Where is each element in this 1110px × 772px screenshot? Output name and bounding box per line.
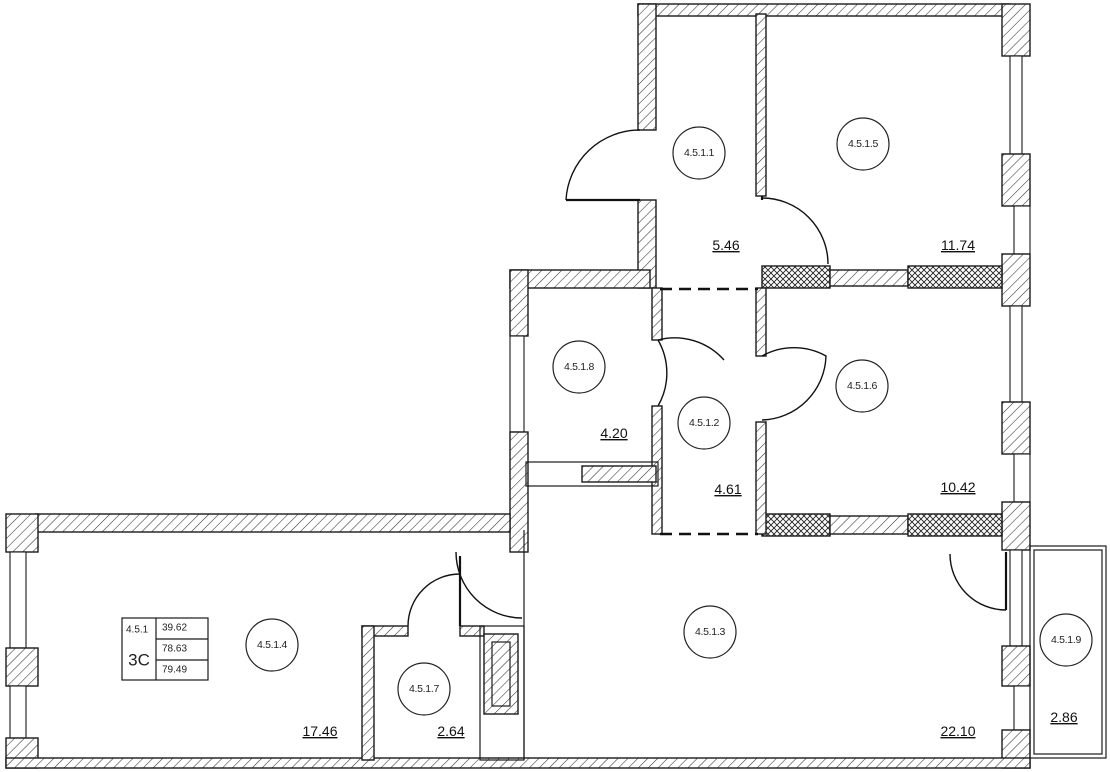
window-right-6 xyxy=(1013,685,1031,731)
room-area-4-5-1-1: 5.46 xyxy=(712,237,739,253)
door-living-swing xyxy=(455,551,523,619)
apartment-summary: 4.5.1 3С 39.62 78.63 79.49 xyxy=(121,617,209,681)
wall-partition-e1 xyxy=(651,287,663,341)
room-tags: 4.5.1.1 4.5.1.5 4.5.1.8 4.5.1.2 4.5.1.6 … xyxy=(245,117,1093,716)
wall-partition-b1 xyxy=(761,265,831,289)
wall-right-1 xyxy=(1001,3,1031,57)
door-bath-swing xyxy=(407,573,461,627)
wall-partition-b3 xyxy=(907,265,1003,289)
window-right-2 xyxy=(1013,205,1031,255)
room-area-4-5-1-3: 22.10 xyxy=(940,723,975,739)
room-tag-4-5-1-5: 4.5.1.5 xyxy=(848,138,878,150)
room-area-4-5-1-5: 11.74 xyxy=(941,237,975,253)
wall-right-3 xyxy=(1001,253,1031,307)
apartment-number: 4.5.1 xyxy=(126,625,149,636)
room-tag-4-5-1-1: 4.5.1.1 xyxy=(684,147,714,159)
walls xyxy=(5,3,1107,769)
wall-partition-d1 xyxy=(755,287,767,357)
window-left-2 xyxy=(9,685,27,739)
room-area-4-5-1-6: 10.42 xyxy=(940,479,975,495)
window-right-3 xyxy=(1009,305,1023,403)
wall-left-top xyxy=(35,513,511,533)
window-storage xyxy=(509,335,525,433)
room-area-4-5-1-8: 4.20 xyxy=(600,425,627,441)
room-tag-4-5-1-7: 4.5.1.7 xyxy=(409,683,439,695)
balcony-outline xyxy=(1029,545,1107,759)
room-tag-4-5-1-4: 4.5.1.4 xyxy=(257,639,287,651)
wall-bath-top-right xyxy=(459,625,485,637)
room-area-4-5-1-7: 2.64 xyxy=(437,723,464,739)
shaft-bath xyxy=(483,633,519,715)
wall-partition-b2 xyxy=(829,269,909,287)
apartment-living-area: 39.62 xyxy=(162,623,187,634)
room-tag-4-5-1-2: 4.5.1.2 xyxy=(689,417,719,429)
door-entry-swing xyxy=(565,129,641,201)
wall-partition-c3 xyxy=(907,513,1003,537)
room-tag-circle xyxy=(397,662,451,716)
room-tag-4-5-1-8: 4.5.1.8 xyxy=(564,361,594,373)
room-area-4-5-1-9: 2.86 xyxy=(1050,709,1077,725)
balcony-inner xyxy=(1033,549,1103,755)
shaft-storage xyxy=(581,465,657,483)
wall-partition-c1 xyxy=(761,513,831,537)
room-tag-circle xyxy=(835,359,889,413)
apartment-total-area: 78.63 xyxy=(162,644,187,655)
room-tag-4-5-1-9: 4.5.1.9 xyxy=(1051,634,1081,646)
doors xyxy=(407,129,1008,627)
wall-partition-d2 xyxy=(755,421,767,535)
window-left-1 xyxy=(9,551,27,649)
wall-top xyxy=(637,3,1011,17)
window-right-4 xyxy=(1013,453,1031,503)
door-bedroom2-swing xyxy=(761,347,827,421)
door-bedroom1-swing xyxy=(761,197,829,265)
shaft-bath-inner xyxy=(491,641,511,707)
wall-left-1 xyxy=(5,513,39,553)
wall-left-2 xyxy=(5,647,39,687)
window-right-5 xyxy=(1009,549,1023,647)
wall-right-6 xyxy=(1001,645,1031,687)
wall-storage-bottom xyxy=(525,461,659,487)
apartment-type: 3С xyxy=(128,651,150,670)
door-storage-arc xyxy=(657,337,725,361)
room-tag-circle xyxy=(836,117,890,171)
room-areas: 5.46 11.74 4.20 4.61 10.42 17.46 2.64 22… xyxy=(302,237,1077,739)
room-tag-4-5-1-3: 4.5.1.3 xyxy=(695,626,725,638)
openings xyxy=(660,287,758,536)
room-tag-circle xyxy=(672,126,726,180)
wall-corridor-left-1 xyxy=(637,3,657,131)
wall-partition-a xyxy=(755,13,767,197)
wall-bottom xyxy=(5,757,1031,769)
window-right-1 xyxy=(1009,55,1023,155)
wall-storage-top xyxy=(509,269,651,289)
wall-right-5 xyxy=(1001,501,1031,551)
room-tag-circle xyxy=(552,340,606,394)
room-area-4-5-1-2: 4.61 xyxy=(714,481,741,497)
wall-bath-left xyxy=(361,625,375,761)
apartment-area-with-balcony: 79.49 xyxy=(162,665,187,676)
room-tag-circle xyxy=(677,396,731,450)
summary-frame xyxy=(121,617,209,681)
wall-right-4 xyxy=(1001,401,1031,455)
wall-storage-left-1 xyxy=(509,269,529,337)
wall-right-2 xyxy=(1001,153,1031,207)
wall-partition-c2 xyxy=(829,515,909,535)
door-storage-swing xyxy=(657,339,668,407)
room-tag-circle xyxy=(683,605,737,659)
room-tag-circle xyxy=(1039,613,1093,667)
wall-storage-left-2 xyxy=(509,431,529,553)
room-tag-circle xyxy=(245,618,299,672)
room-tag-4-5-1-6: 4.5.1.6 xyxy=(847,380,877,392)
door-balcony-swing xyxy=(949,553,1007,611)
room-area-4-5-1-4: 17.46 xyxy=(302,723,337,739)
